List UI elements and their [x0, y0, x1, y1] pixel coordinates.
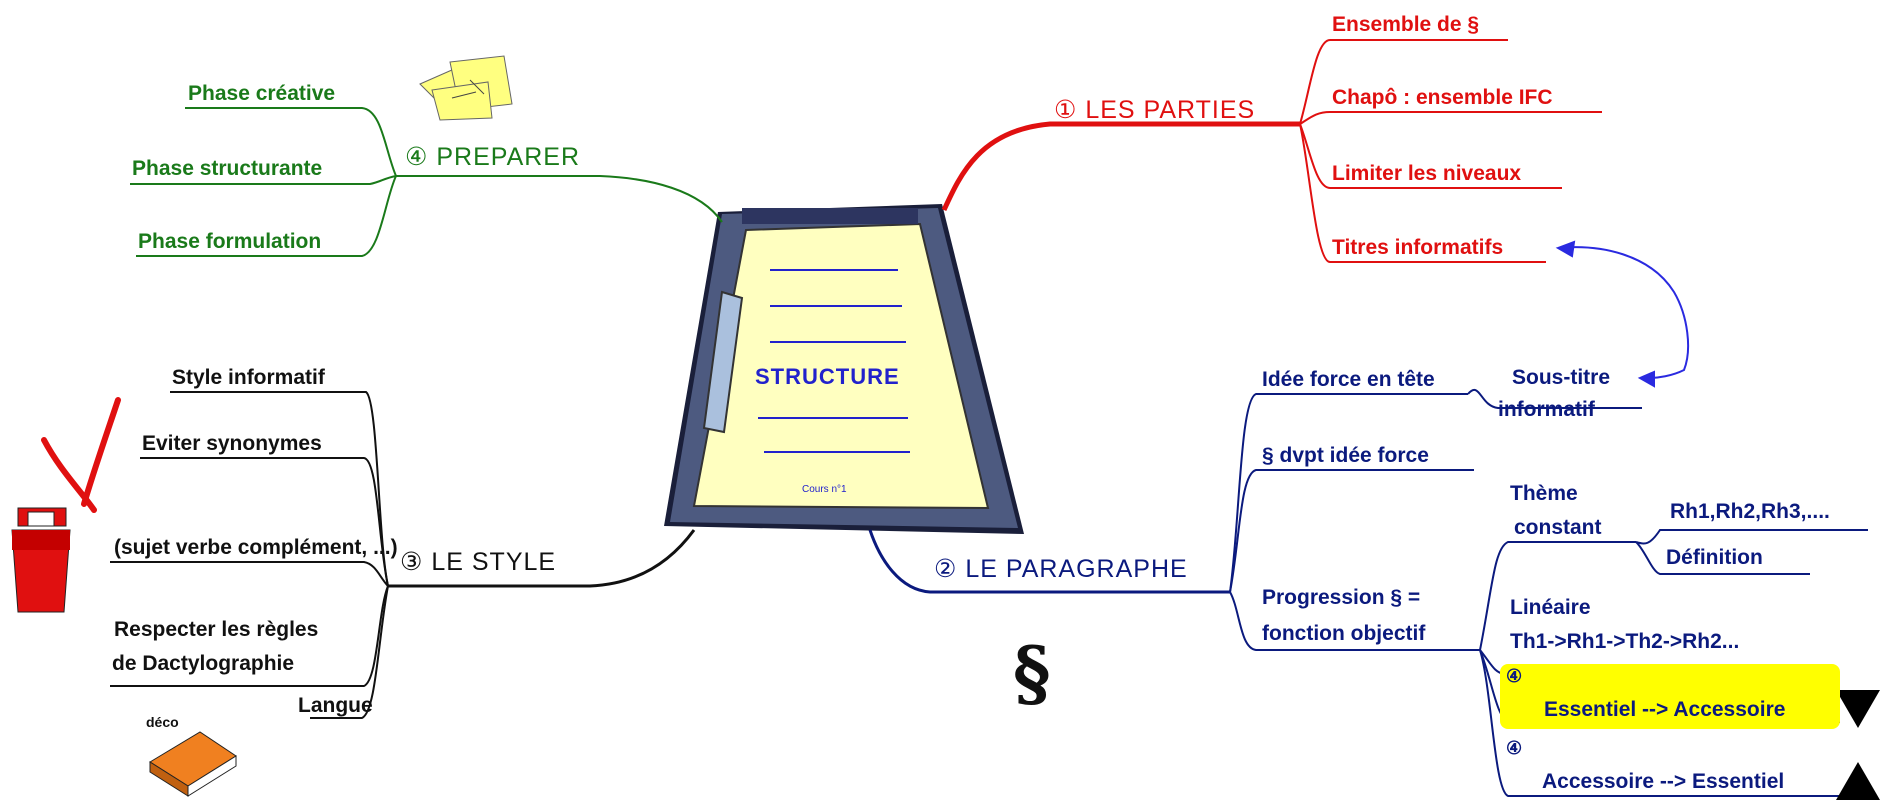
preparer-item[interactable]: Phase formulation: [138, 230, 322, 253]
book-icon: [149, 731, 237, 797]
paragraphe-badge: ④: [1506, 666, 1523, 686]
preparer-item[interactable]: Phase créative: [188, 82, 336, 105]
trash-can-icon: [11, 507, 71, 613]
style-item[interactable]: Langue: [298, 694, 373, 717]
link-arrow: [1555, 240, 1690, 388]
paragraphe-badge: ④: [1506, 738, 1523, 758]
style-branch-lines: [110, 391, 696, 719]
paragraphe-item[interactable]: Rh1,Rh2,Rh3,....: [1670, 500, 1830, 523]
branch-preparer[interactable]: ④ PREPARER: [405, 143, 581, 171]
sticky-notes-icon: [419, 55, 513, 121]
center-title: STRUCTURE: [755, 364, 900, 389]
parties-item[interactable]: Titres informatifs: [1332, 236, 1504, 259]
paragraphe-item[interactable]: Linéaire: [1510, 596, 1591, 619]
parties-branch-lines: [941, 39, 1602, 263]
paragraphe-item[interactable]: Essentiel --> Accessoire: [1544, 698, 1786, 721]
center-small-text: Cours n°1: [802, 484, 847, 495]
paragraphe-item[interactable]: Accessoire --> Essentiel: [1542, 770, 1785, 793]
style-item[interactable]: Respecter les règles: [114, 618, 319, 641]
clipboard-illustration: [664, 204, 1024, 534]
style-item[interactable]: de Dactylographie: [112, 652, 295, 675]
paragraphe-item[interactable]: Progression § =: [1262, 586, 1421, 609]
paragraphe-item[interactable]: Sous-titre: [1512, 366, 1611, 389]
branch-paragraphe[interactable]: ② LE PARAGRAPHE: [934, 555, 1188, 583]
paragraphe-item[interactable]: constant: [1514, 516, 1602, 539]
parties-item[interactable]: Limiter les niveaux: [1332, 162, 1522, 185]
paragraph-symbol: §: [1013, 630, 1051, 715]
paragraphe-item[interactable]: Thème: [1510, 482, 1578, 505]
down-triangle-icon: [1836, 690, 1880, 728]
branch-parties[interactable]: ① LES PARTIES: [1054, 96, 1256, 124]
paragraphe-item[interactable]: informatif: [1498, 398, 1595, 421]
style-item[interactable]: (sujet verbe complément, ...): [114, 536, 398, 559]
preparer-branch-lines: [130, 107, 723, 257]
style-item[interactable]: Eviter synonymes: [142, 432, 322, 455]
essentiel-accessoire-highlight: [1500, 664, 1840, 729]
book-label: déco: [146, 714, 179, 730]
paragraphe-item[interactable]: § dvpt idée force: [1262, 444, 1429, 467]
branch-style[interactable]: ③ LE STYLE: [400, 548, 557, 576]
paragraphe-item[interactable]: Th1->Rh1->Th2->Rh2...: [1510, 630, 1740, 653]
paragraphe-item[interactable]: Définition: [1666, 546, 1763, 569]
paragraphe-item[interactable]: fonction objectif: [1262, 622, 1426, 645]
preparer-item[interactable]: Phase structurante: [132, 157, 323, 180]
paragraphe-item[interactable]: Idée force en tête: [1262, 368, 1435, 391]
up-triangle-icon: [1836, 762, 1880, 800]
red-x-icon: [41, 397, 121, 513]
parties-item[interactable]: Chapô : ensemble IFC: [1332, 86, 1553, 109]
style-item[interactable]: Style informatif: [172, 366, 325, 389]
parties-item[interactable]: Ensemble de §: [1332, 13, 1480, 36]
